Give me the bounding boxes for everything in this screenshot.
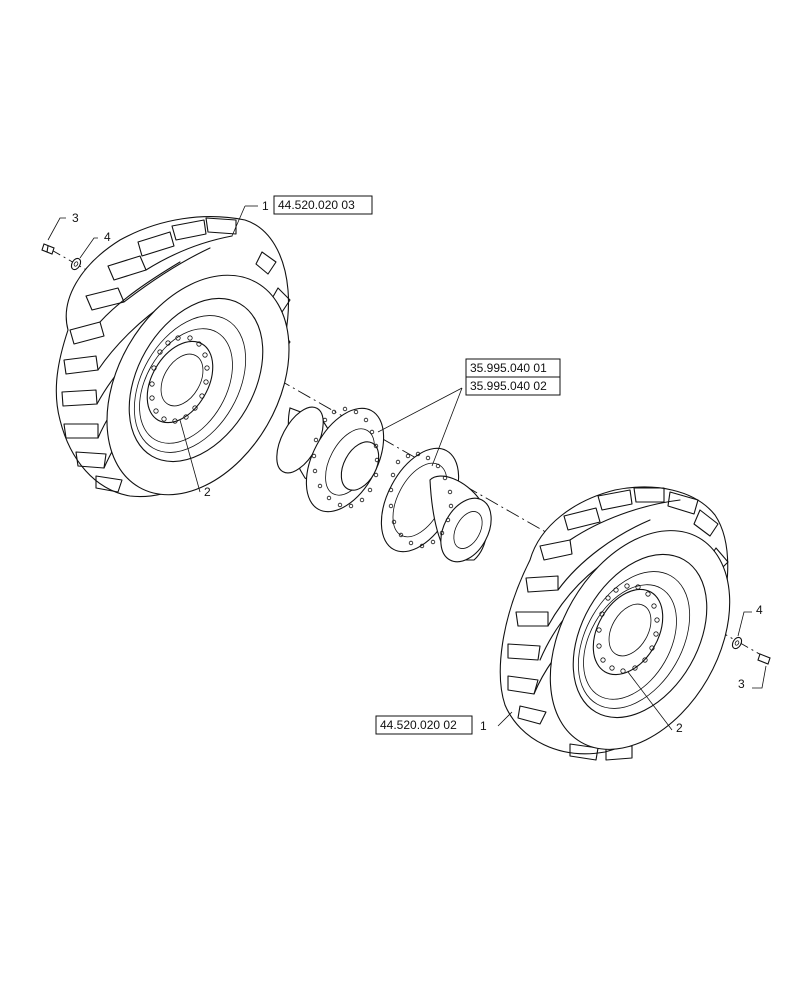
left-wheel	[55, 216, 291, 498]
svg-text:35.995.040 01: 35.995.040 01	[470, 361, 547, 375]
callout-left-tire: 1	[262, 199, 269, 213]
left-washer	[70, 257, 82, 271]
right-washer	[731, 636, 743, 650]
callout-right-rim: 2	[676, 721, 683, 735]
spacer-2	[380, 447, 492, 563]
right-wheel	[499, 486, 731, 761]
svg-text:44.520.020 02: 44.520.020 02	[380, 718, 457, 732]
ref-box-bottom[interactable]: 44.520.020 02	[375, 715, 473, 735]
callout-left-rim: 2	[204, 485, 211, 499]
callout-left-bolt: 3	[72, 211, 79, 225]
right-bolt	[757, 653, 771, 665]
leader-lines	[47, 205, 767, 731]
callout-left-washer: 4	[104, 230, 111, 244]
ref-box-mid-1[interactable]: 35.995.040 01	[465, 358, 561, 378]
callout-right-bolt: 3	[738, 677, 745, 691]
ref-box-mid-2[interactable]: 35.995.040 02	[465, 376, 561, 396]
callout-right-tire: 1	[480, 719, 487, 733]
callout-right-washer: 4	[756, 603, 763, 617]
svg-text:35.995.040 02: 35.995.040 02	[470, 379, 547, 393]
ref-box-top[interactable]: 44.520.020 03	[273, 195, 373, 215]
left-bolt	[41, 243, 55, 255]
svg-text:44.520.020 03: 44.520.020 03	[278, 198, 355, 212]
spacer-1	[276, 406, 385, 513]
